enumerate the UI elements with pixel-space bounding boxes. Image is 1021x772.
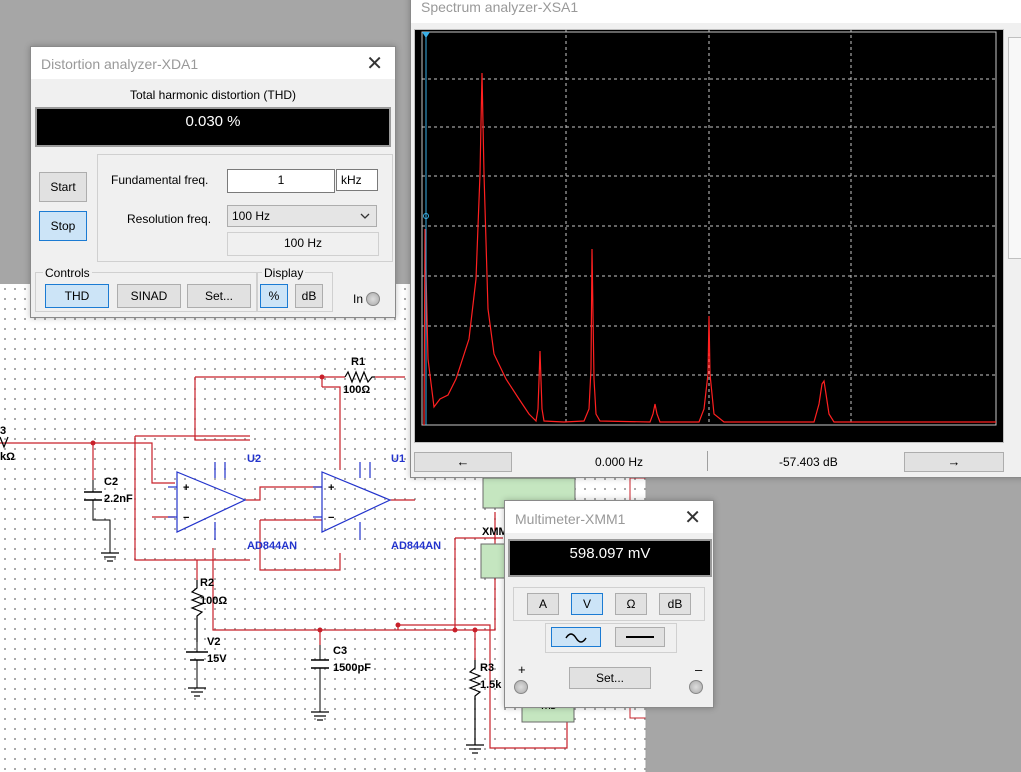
display-label: Display [262,266,306,280]
spectrum-trace [423,72,996,426]
multimeter-set-button[interactable]: Set... [569,667,651,689]
close-icon[interactable]: ✕ [684,507,701,529]
u2-name: U2 [247,453,262,465]
decibel-button[interactable]: dB [659,593,691,615]
left-resistor-value: kΩ [0,451,15,463]
input-terminal-icon[interactable] [366,292,380,306]
c2-name: C2 [104,476,119,488]
spectrum-readout-divider [707,451,708,471]
ohmmeter-button[interactable]: Ω [615,593,647,615]
u1-name: U1 [391,453,406,465]
distortion-analyzer-window: Distortion analyzer-XDA1 ✕ Total harmoni… [30,46,396,318]
fundamental-freq-label: Fundamental freq. [111,173,209,187]
start-button[interactable]: Start [39,172,87,202]
set-button[interactable]: Set... [187,284,251,308]
fundamental-unit-field[interactable]: kHz [336,169,378,191]
r2-name: R2 [200,577,215,589]
u2-part: AD844AN [247,540,298,552]
controls-group [35,272,257,312]
spectrum-db-readout: -57.403 dB [779,455,838,469]
ac-wave-icon [565,633,587,643]
multimeter-title: Multimeter-XMM1 [515,511,626,527]
voltmeter-button[interactable]: V [571,593,603,615]
multimeter-window: Multimeter-XMM1 ✕ 598.097 mV A V Ω dB Se… [504,500,714,708]
c3-value: 1500pF [333,662,371,674]
resolution-freq-select[interactable]: 100 Hz [227,205,377,227]
multimeter-display: 598.097 mV [508,539,712,577]
r1-name: R1 [351,356,366,368]
dc-line-icon [626,636,654,638]
c3-name: C3 [333,645,348,657]
c2-value: 2.2nF [104,493,133,505]
spectrum-plot[interactable] [414,29,1004,443]
spectrum-title-bar[interactable]: Spectrum analyzer-XSA1 [411,0,1021,23]
resolution-freq-readout: 100 Hz [227,232,379,256]
frequency-group [97,154,393,262]
thd-display: 0.030 % [35,107,391,147]
left-ref-label: 3 [0,425,7,437]
thd-heading: Total harmonic distortion (THD) [129,88,297,102]
measurement-mode-group [513,587,705,621]
multimeter-title-bar[interactable]: Multimeter-XMM1 ✕ [505,501,713,533]
r1-value: 100Ω [343,384,371,396]
positive-terminal-icon[interactable] [514,680,528,694]
svg-text:+: + [328,482,334,494]
stop-button[interactable]: Stop [39,211,87,241]
chevron-down-icon [360,213,370,219]
positive-terminal-label: + [518,662,526,677]
xmm-label: XMM [482,526,508,538]
percent-button[interactable]: % [260,284,288,308]
svg-text:+: + [183,482,189,494]
spectrum-side-panel [1008,37,1021,259]
fundamental-freq-input[interactable]: 1 [227,169,335,193]
ammeter-button[interactable]: A [527,593,559,615]
u1-part: AD844AN [391,540,442,552]
controls-label: Controls [43,266,92,280]
db-button[interactable]: dB [295,284,323,308]
r2-value: 100Ω [200,595,228,607]
spectrum-title: Spectrum analyzer-XSA1 [421,0,579,15]
input-terminal-label: In [353,292,364,306]
close-icon[interactable]: ✕ [366,53,383,75]
r3-value: 1.5k [480,679,502,691]
ac-mode-button[interactable] [551,627,601,647]
v2-name: V2 [207,636,221,648]
r3-name: R3 [480,662,495,674]
spectrum-frequency-readout: 0.000 Hz [595,455,644,469]
negative-terminal-icon[interactable] [689,680,703,694]
spectrum-analyzer-window: Spectrum analyzer-XSA1 ← 0.000 Hz -57.40… [410,0,1021,478]
resolution-freq-label: Resolution freq. [127,212,212,226]
v2-value: 15V [207,653,227,665]
dc-mode-button[interactable] [615,627,665,647]
sinad-button[interactable]: SINAD [117,284,181,308]
svg-text:−: − [183,512,189,524]
thd-button[interactable]: THD [45,284,109,308]
signal-type-group [545,623,677,653]
distortion-title: Distortion analyzer-XDA1 [41,56,199,72]
spectrum-right-arrow-button[interactable]: → [904,452,1004,472]
negative-terminal-label: – [695,662,703,677]
resolution-select-value: 100 Hz [232,209,271,223]
svg-text:−: − [328,512,334,524]
distortion-title-bar[interactable]: Distortion analyzer-XDA1 ✕ [31,47,395,79]
spectrum-left-arrow-button[interactable]: ← [414,452,512,472]
